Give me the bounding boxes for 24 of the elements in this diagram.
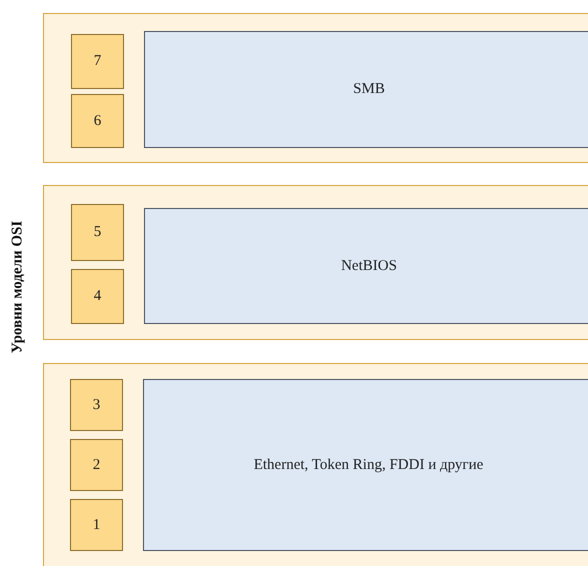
layer-label: 7: [94, 53, 102, 70]
layer-number-box: [71, 269, 124, 324]
layer-group-band: [43, 13, 588, 163]
protocol-box: [144, 31, 588, 148]
layer-label: NetBIOS: [341, 258, 397, 274]
layer-group-band: [43, 185, 588, 340]
layer-label: 5: [94, 224, 102, 241]
protocol-box: [144, 208, 588, 324]
layer-number-box: [70, 499, 123, 551]
layer-number-box: [71, 34, 124, 89]
layer-label: 1: [92, 516, 100, 534]
layer-group-band: [43, 363, 588, 566]
layer-label: 2: [92, 456, 100, 474]
axis-title: Уровни модели OSI: [10, 220, 26, 354]
layer-label: 6: [94, 112, 102, 130]
layer-label: SMB: [353, 81, 385, 98]
layer-label: 3: [92, 396, 100, 414]
protocol-box: [143, 379, 588, 551]
layer-number-box: [71, 204, 124, 261]
layer-number-box: [70, 379, 123, 431]
layer-label: Ethernet, Token Ring, FDDI и другие: [254, 456, 484, 474]
layer-label: 4: [94, 288, 102, 305]
layer-number-box: [70, 439, 123, 491]
layer-number-box: [71, 94, 124, 148]
